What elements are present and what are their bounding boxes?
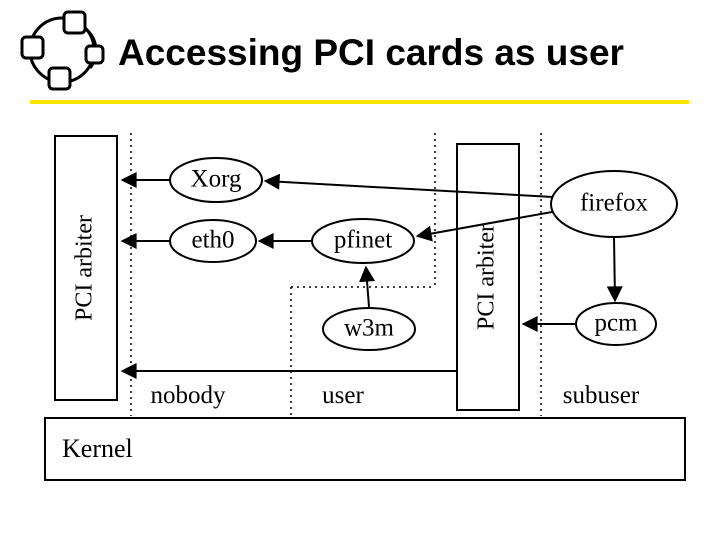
node-xorg-label: Xorg	[191, 166, 242, 193]
logo-box-right	[84, 44, 105, 65]
node-eth0-label: eth0	[191, 227, 234, 254]
pci-arbiter-right-label: PCI arbiter	[474, 224, 500, 330]
node-w3m-label: w3m	[344, 315, 395, 342]
edge-firefox-to-xorg	[263, 173, 554, 198]
edge-w3m-to-pfinet	[359, 265, 376, 308]
slide-title: Accessing PCI cards as user	[118, 32, 624, 73]
node-xorg	[169, 157, 263, 203]
logo-box-left	[20, 35, 45, 60]
logo-box-bottom	[47, 66, 72, 91]
node-pfinet-label: pfinet	[334, 227, 392, 254]
zone-label-subuser: subuser	[563, 382, 640, 409]
pci-arbiter-left-label: PCI arbiter	[72, 215, 98, 321]
node-pfinet	[311, 218, 415, 264]
node-firefox-label: firefox	[580, 190, 649, 217]
node-pcm-label: pcm	[594, 310, 638, 337]
title-divider-rule	[30, 100, 689, 104]
node-eth0	[169, 219, 257, 263]
edge-firefox-to-pfinet	[415, 211, 553, 242]
zone-label-user: user	[322, 382, 364, 409]
kernel-label: Kernel	[62, 434, 133, 463]
hurd-boxes-logo	[20, 10, 105, 91]
kernel-box	[44, 417, 686, 481]
zone-label-nobody: nobody	[151, 382, 227, 409]
pci-arbiter-left-box	[54, 135, 118, 401]
logo-box-top	[62, 10, 87, 35]
node-pcm	[575, 302, 657, 346]
pci-arbiter-right-box	[456, 143, 520, 411]
node-w3m	[322, 307, 416, 351]
node-firefox	[550, 170, 678, 238]
edge-firefox-to-pcm	[606, 236, 623, 303]
